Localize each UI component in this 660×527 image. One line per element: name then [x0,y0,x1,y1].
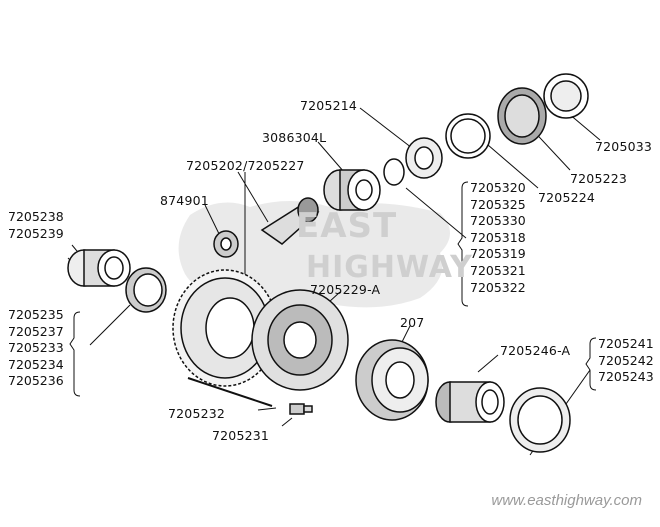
small-bearing-part [213,230,239,258]
parts [67,73,589,453]
group-label: 7205321 [470,262,526,278]
label-7205214: 7205214 [300,98,358,113]
watermark-text-highway: HIGHWAY [306,250,473,285]
brackets [69,181,597,397]
roller-bearing-part [435,381,505,423]
washer-part [445,113,491,159]
group-label: 7205319 [470,246,526,262]
label-7205246A: 7205246-A [500,343,571,358]
group-label: 7205318 [470,229,526,245]
cross-pin-part [187,377,273,407]
bolt-part [289,403,313,415]
label-7205202: 7205202/7205227 [186,158,305,173]
website-watermark: www.easthighway.com [491,492,642,509]
label-group-left-top: 7205238 7205239 [8,209,64,242]
group-label: 7205235 [8,307,64,322]
group-label: 7205325 [470,196,526,212]
shim-part [383,158,405,186]
group-label: 7205242 [598,352,654,368]
ball-bearing-part [355,339,429,421]
pinion-bearing-part [323,169,381,211]
leader-lines [67,107,601,456]
group-label: 7205237 [8,323,64,339]
watermark-text-east: EAST [296,206,398,246]
bearing-cone-part [67,249,131,287]
label-group-right-mid: 7205320 7205325 7205330 7205318 7205319 … [470,180,526,296]
group-label: 7205243 [598,369,654,385]
label-group-left-bottom: 7205235 7205237 7205233 7205234 7205236 [8,307,64,390]
group-label: 7205239 [8,225,64,241]
label-7205224: 7205224 [538,190,596,205]
label-7205223: 7205223 [570,171,628,186]
bearing-cup-part [125,267,167,313]
race-cup-part [543,73,589,119]
label-7205033: 7205033 [595,139,653,154]
label-7205229A: 7205229-A [310,282,381,297]
nut-part [405,137,443,179]
group-label: 7205320 [470,180,526,195]
group-label: 7205330 [470,213,526,229]
label-874901: 874901 [160,193,209,208]
group-label: 7205241 [598,336,654,351]
group-label: 7205238 [8,209,64,224]
differential-case-part [251,289,349,391]
label-7205232: 7205232 [168,406,226,421]
label-207: 207 [400,315,425,330]
group-label: 7205233 [8,340,64,356]
outer-ring-part [509,387,571,453]
group-label: 7205234 [8,356,64,372]
label-group-right-bottom: 7205241 7205242 7205243 [598,336,654,386]
bearing-shell-part [497,87,547,145]
pinion-gear-part [260,197,320,245]
label-3086304L: 3086304L [262,130,327,145]
group-label: 7205236 [8,373,64,389]
group-label: 7205322 [470,279,526,295]
label-7205231: 7205231 [212,428,270,443]
